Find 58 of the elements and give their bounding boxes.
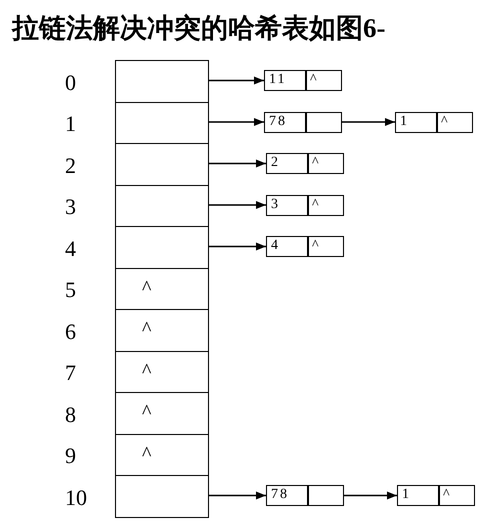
table-cell <box>115 350 209 394</box>
table-cell <box>115 102 209 144</box>
null-pointer: ^ <box>142 360 152 382</box>
list-node <box>264 70 342 91</box>
null-pointer: ^ <box>309 71 318 89</box>
null-pointer: ^ <box>142 318 152 341</box>
index-number: 6 <box>65 318 76 344</box>
node-value: 1 <box>396 112 438 132</box>
arrow <box>209 492 266 500</box>
index-number: 3 <box>65 194 76 220</box>
index-number: 1 <box>65 111 76 137</box>
null-pointer: ^ <box>142 276 152 300</box>
node-value: 78 <box>267 486 309 505</box>
list-node <box>264 112 342 132</box>
title: 拉链法解决冲突的哈希表如图6- <box>12 12 386 45</box>
table-cell <box>115 60 209 103</box>
table-cell <box>115 268 209 310</box>
index-number: 2 <box>65 152 76 178</box>
table-cell <box>115 184 209 228</box>
arrow <box>209 201 266 209</box>
arrow <box>342 118 395 126</box>
index-number: 8 <box>65 402 76 428</box>
node-value: 4 <box>267 237 309 256</box>
table-cell <box>115 143 209 186</box>
arrow <box>344 492 397 500</box>
table-cell <box>115 475 209 518</box>
node-value: 11 <box>265 71 307 90</box>
node-value: 3 <box>267 196 309 214</box>
node-value: 1 <box>398 486 440 505</box>
arrow <box>209 118 264 126</box>
index-number: 5 <box>65 277 76 303</box>
list-node <box>266 485 344 506</box>
arrow <box>209 76 264 84</box>
null-pointer: ^ <box>311 154 320 172</box>
list-node <box>397 485 475 506</box>
arrow <box>209 160 266 168</box>
table-cell <box>115 392 209 435</box>
list-node <box>266 153 344 174</box>
null-pointer: ^ <box>442 486 451 504</box>
null-pointer: ^ <box>440 112 449 130</box>
null-pointer: ^ <box>311 237 320 255</box>
index-number: 7 <box>65 360 76 386</box>
node-value: 2 <box>267 154 309 173</box>
index-number: 4 <box>65 236 76 262</box>
index-number: 0 <box>65 70 76 96</box>
index-number: 9 <box>65 443 76 469</box>
null-pointer: ^ <box>311 196 320 214</box>
table-cell <box>115 309 209 352</box>
node-value: 78 <box>265 112 307 132</box>
list-node <box>266 236 344 257</box>
table-cell <box>115 434 209 476</box>
null-pointer: ^ <box>142 401 152 424</box>
arrow <box>209 242 266 250</box>
list-node <box>395 112 473 132</box>
table-cell <box>115 226 209 269</box>
list-node <box>266 194 344 216</box>
index-number: 10 <box>65 484 87 510</box>
null-pointer: ^ <box>142 442 152 466</box>
